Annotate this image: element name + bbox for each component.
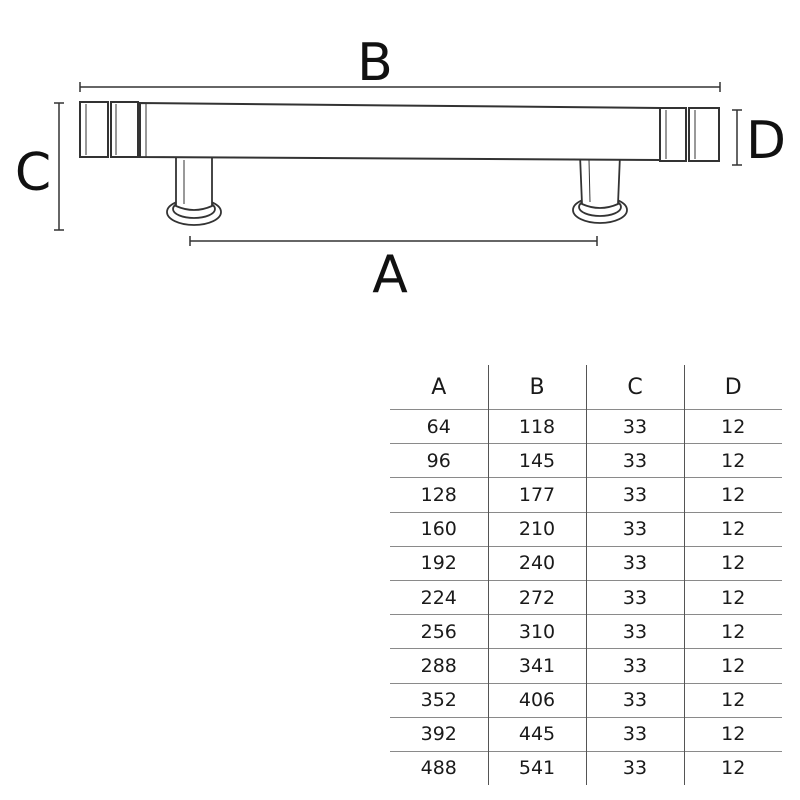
table-cell: 160 [390, 511, 488, 547]
table-cell: 118 [487, 408, 586, 444]
table-cell: 12 [683, 545, 782, 581]
table-cell: 288 [390, 648, 488, 683]
table-cell: 12 [683, 750, 782, 786]
handle-dimension-drawing: B C D A [15, 33, 786, 305]
dimension-label-a: A [372, 245, 408, 305]
table-cell: 33 [585, 443, 684, 478]
left-end-cap [79, 101, 139, 158]
table-cell: 341 [487, 648, 586, 683]
left-post [166, 154, 222, 226]
table-header-row: A B C D [390, 365, 782, 410]
table-cell: 64 [390, 408, 488, 444]
table-cell: 128 [390, 477, 488, 513]
table-cell: 33 [585, 648, 684, 683]
table-cell: 96 [390, 443, 488, 478]
table-cell: 33 [585, 477, 684, 513]
table-cell: 33 [585, 716, 684, 752]
table-cell: 33 [585, 682, 684, 718]
table-cell: 445 [487, 716, 586, 752]
table-cell: 33 [585, 545, 684, 581]
column-header: B [487, 365, 586, 410]
table-cell: 12 [683, 477, 782, 513]
dimension-label-b: B [357, 33, 393, 93]
table-cell: 272 [487, 579, 586, 615]
table-cell: 224 [390, 579, 488, 615]
table-cell: 392 [390, 716, 488, 752]
table-cell: 177 [487, 477, 586, 513]
table-cell: 12 [683, 443, 782, 478]
table-cell: 541 [487, 750, 586, 786]
table-cell: 33 [585, 579, 684, 615]
table-cell: 240 [487, 545, 586, 581]
dimension-label-c: C [15, 143, 51, 203]
column-header: D [683, 365, 782, 410]
dimension-label-d: D [746, 111, 786, 171]
table-cell: 310 [487, 614, 586, 649]
table-cell: 33 [585, 750, 684, 786]
table-cell: 12 [683, 682, 782, 718]
column-header: C [585, 365, 684, 410]
table-cell: 352 [390, 682, 488, 718]
table-cell: 488 [390, 750, 488, 786]
right-post [572, 154, 628, 224]
table-cell: 33 [585, 408, 684, 444]
table-cell: 33 [585, 511, 684, 547]
table-cell: 192 [390, 545, 488, 581]
table-cell: 406 [487, 682, 586, 718]
table-cell: 12 [683, 648, 782, 683]
table-cell: 12 [683, 614, 782, 649]
handle-bar [139, 101, 661, 162]
table-cell: 256 [390, 614, 488, 649]
table-cell: 210 [487, 511, 586, 547]
column-header: A [431, 374, 447, 400]
table-cell: 12 [683, 579, 782, 615]
table-cell: 12 [683, 408, 782, 444]
table-cell: 12 [683, 511, 782, 547]
table-cell: 145 [487, 443, 586, 478]
table-cell: 33 [585, 614, 684, 649]
table-cell: 12 [683, 716, 782, 752]
right-end-cap [659, 107, 720, 162]
